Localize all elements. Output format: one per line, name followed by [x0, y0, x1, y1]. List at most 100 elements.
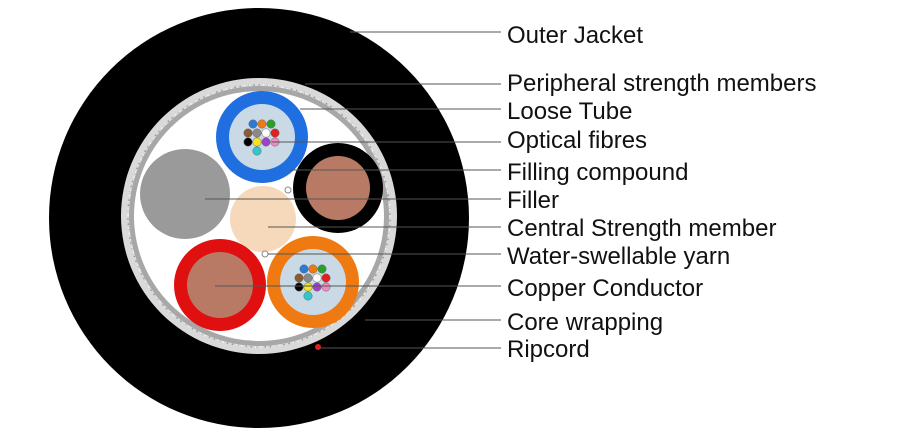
strength-fibre-speck	[389, 219, 391, 222]
strength-fibre-speck	[306, 336, 309, 339]
strength-fibre-speck	[144, 150, 147, 153]
strength-fibre-speck	[136, 264, 139, 267]
strength-fibre-speck	[180, 320, 182, 323]
strength-fibre-speck	[380, 261, 383, 264]
strength-fibre-speck	[315, 333, 317, 335]
strength-fibre-speck	[254, 346, 257, 348]
strength-fibre-speck	[382, 256, 385, 259]
strength-speckles	[127, 84, 391, 348]
strength-fibre-speck	[262, 84, 265, 86]
filler	[140, 149, 230, 239]
strength-fibre-speck	[253, 84, 255, 86]
strength-fibre-speck	[369, 146, 372, 148]
water-swellable-yarn	[261, 250, 269, 258]
strength-fibre-speck	[319, 331, 321, 333]
strength-fibre-speck	[304, 92, 307, 95]
strength-fibre-speck	[190, 103, 192, 105]
strength-fibre-speck	[194, 100, 197, 103]
strength-fibre-speck	[130, 185, 133, 188]
strength-fibre-speck	[269, 345, 272, 348]
label-peripheral-strength-members: Peripheral strength members	[507, 70, 816, 97]
strength-fibre-speck	[138, 162, 140, 165]
optical-fibre	[321, 282, 331, 292]
strength-fibre-speck	[171, 117, 174, 119]
optical-fibre	[261, 137, 271, 147]
strength-fibre-speck	[132, 251, 135, 254]
strength-fibre-speck	[129, 189, 132, 192]
strength-fibre-speck	[198, 98, 201, 101]
strength-fibre-speck	[128, 232, 131, 235]
strength-fibre-speck	[388, 229, 391, 231]
label-water-swellable-yarn: Water-swellable yarn	[507, 243, 730, 270]
label-loose-tube: Loose Tube	[507, 98, 632, 125]
strength-fibre-speck	[331, 323, 334, 326]
strength-fibre-speck	[160, 127, 163, 130]
strength-fibre-speck	[220, 89, 223, 92]
strength-fibre-speck	[321, 100, 324, 103]
strength-fibre-speck	[277, 85, 279, 88]
strength-fibre-speck	[217, 339, 220, 342]
strength-fibre-speck	[308, 94, 311, 97]
strength-fibre-speck	[365, 290, 367, 293]
strength-fibre-speck	[130, 246, 133, 249]
strength-fibre-speck	[278, 344, 281, 347]
strength-fibre-speck	[154, 134, 157, 137]
strength-fibre-speck	[196, 330, 198, 333]
central-strength-member	[230, 186, 296, 252]
strength-fibre-speck	[226, 342, 229, 345]
strength-fibre-speck	[136, 167, 138, 170]
strength-fibre-speck	[200, 332, 202, 335]
strength-fibre-speck	[176, 317, 178, 319]
strength-fibre-speck	[388, 203, 391, 206]
strength-fibre-speck	[376, 158, 378, 161]
strength-fibre-speck	[370, 282, 373, 285]
optical-fibre	[261, 128, 271, 138]
strength-fibre-speck	[127, 227, 130, 230]
loose-tube-blue-gel	[229, 104, 295, 170]
strength-fibre-speck	[168, 311, 171, 313]
strength-fibre-speck	[386, 189, 389, 192]
label-copper-conductor: Copper Conductor	[507, 275, 703, 302]
strength-fibre-speck	[129, 242, 132, 244]
strength-fibre-speck	[146, 146, 149, 148]
strength-fibre-speck	[202, 96, 205, 99]
strength-fibre-speck	[186, 105, 189, 108]
strength-fibre-speck	[389, 215, 391, 217]
optical-fibre	[243, 128, 253, 138]
strength-fibre-speck	[359, 298, 362, 300]
label-outer-jacket: Outer Jacket	[507, 22, 643, 49]
strength-fibre-speck	[386, 243, 388, 246]
strength-fibre-speck	[327, 326, 329, 329]
ripcord	[315, 344, 321, 350]
label-filling-compound: Filling compound	[507, 159, 688, 186]
strength-fibre-speck	[248, 84, 251, 87]
strength-fibre-speck	[273, 345, 276, 347]
strength-fibre-speck	[167, 120, 170, 123]
strength-fibre-speck	[182, 108, 185, 111]
strength-fibre-speck	[133, 176, 135, 179]
strength-fibre-speck	[288, 342, 290, 345]
water-swellable-yarn	[284, 186, 292, 194]
optical-fibre	[257, 119, 267, 129]
strength-fibre-speck	[158, 130, 160, 133]
strength-fibre-speck	[283, 343, 286, 346]
optical-fibre	[303, 282, 313, 292]
strength-fibre-speck	[150, 289, 153, 292]
strength-fibre-speck	[183, 322, 186, 325]
strength-fibre-speck	[153, 293, 156, 296]
strength-fibre-speck	[295, 89, 298, 92]
strength-fibre-speck	[138, 269, 141, 271]
strength-fibre-speck	[165, 307, 168, 310]
strength-fibre-speck	[297, 340, 300, 342]
optical-fibre	[317, 264, 327, 274]
strength-fibre-speck	[387, 194, 390, 197]
label-optical-fibres: Optical fibres	[507, 127, 647, 154]
strength-fibre-speck	[245, 345, 248, 348]
strength-fibre-speck	[281, 86, 284, 88]
strength-fibre-speck	[376, 270, 379, 273]
strength-fibre-speck	[260, 346, 262, 348]
strength-fibre-speck	[381, 171, 384, 174]
strength-fibre-speck	[225, 88, 227, 91]
strength-fibre-speck	[267, 84, 270, 87]
strength-fibre-speck	[145, 281, 148, 284]
